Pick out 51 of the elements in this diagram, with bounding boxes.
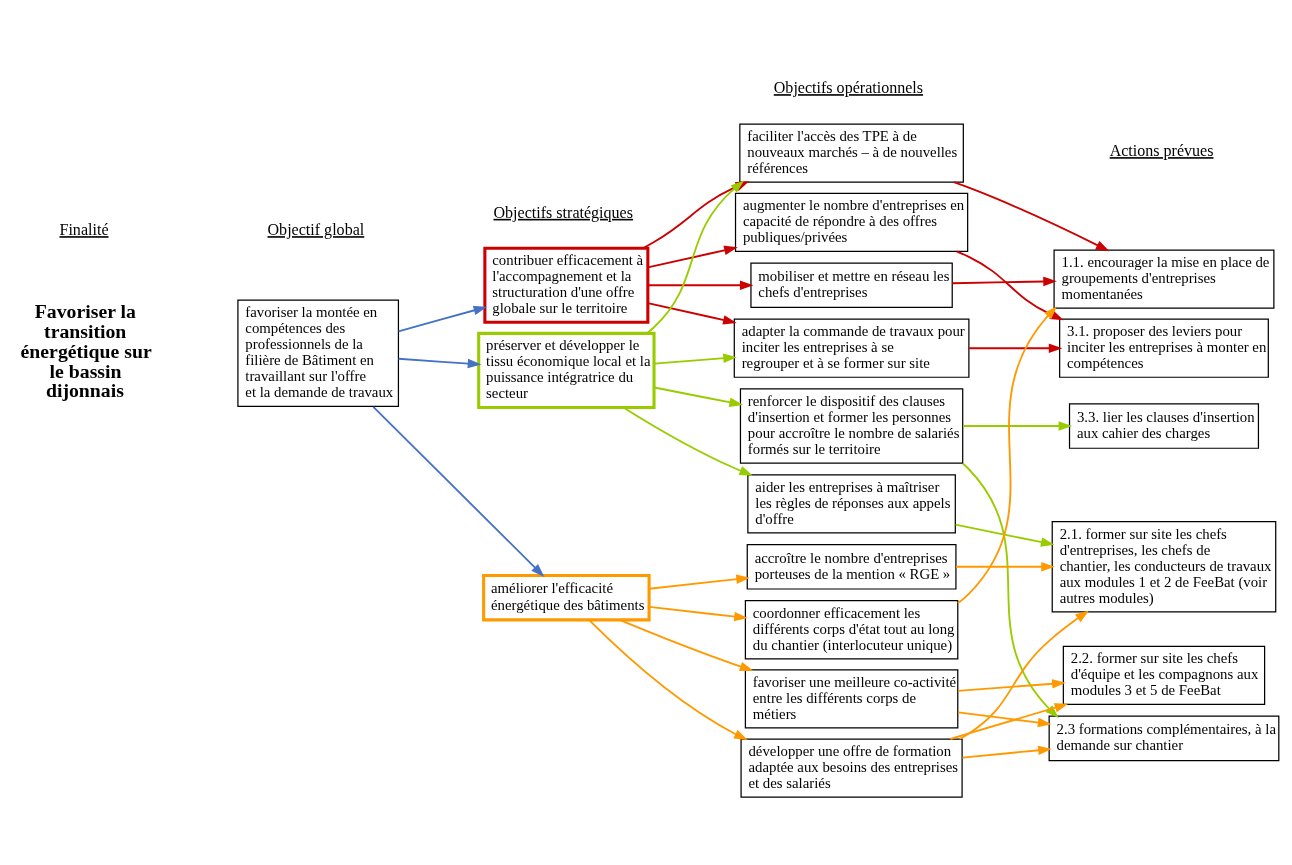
label: Favoriser la transition énergétique sur le bassin dijonnais: [20, 300, 152, 402]
arrow: [961, 745, 1052, 759]
node-box: augmenter le nombre d'entreprises en capacité de répondre à des offres publiques/privées: [734, 192, 969, 252]
node-box: coordonner efficacement les différents corps d'état tout au long du chantier (interlocuteur unique): [744, 600, 959, 660]
arrow: [951, 276, 1057, 287]
node-box: adapter la commande de travaux pour inciter les entreprises à se regrouper et à se former sur site: [733, 318, 970, 378]
label: Objectifs stratégiques: [493, 203, 633, 221]
label: Finalité: [59, 221, 109, 239]
arrow: [397, 357, 482, 369]
arrow: [648, 574, 750, 590]
label: Objectifs opérationnels: [773, 79, 924, 97]
arrow: [957, 679, 1066, 692]
arrow: [952, 181, 1110, 252]
arrow: [968, 343, 1063, 353]
arrow: [397, 305, 488, 333]
label: Actions prévues: [1109, 142, 1214, 160]
node-box: 2.3 formations complémentaires, à la demande sur chantier: [1048, 715, 1280, 762]
node-box: 2.1. former sur site les chefs d'entreprises, les chefs de chantier, les conducteurs de travaux aux modules 1 et 2 de FeeBat (voir autres modules): [1051, 521, 1277, 613]
arrow: [653, 386, 743, 407]
arrow: [653, 353, 737, 365]
arrow: [956, 306, 1057, 605]
node-box: améliorer l'efficacité énergétique des bâtiments: [482, 573, 651, 622]
node-box: accroître le nombre d'entreprises porteuses de la mention « RGE »: [746, 543, 957, 590]
node-box: 1.1. encourager la mise en place de groupements d'entreprises momentanées: [1053, 249, 1275, 309]
node-box: contribuer efficacement à l'accompagnement et la structuration d'une offre globale sur le territoire: [483, 246, 650, 324]
node-box: 3.3. lier les clauses d'insertion aux cahier des charges: [1068, 403, 1260, 449]
arrow: [646, 245, 738, 269]
arrow: [958, 610, 1089, 740]
arrow: [957, 711, 1052, 728]
arrow: [648, 606, 748, 622]
arrow: [588, 619, 748, 741]
arrow: [955, 562, 1055, 572]
node-box: développer une offre de formation adaptée aux besoins des entreprises et des salariés: [740, 738, 963, 798]
node-box: préserver et développer le tissu économique local et la puissance intégratrice du secteur: [477, 331, 656, 410]
arrow: [646, 302, 737, 325]
arrow: [954, 523, 1055, 547]
arrow: [618, 618, 754, 671]
node-box: faciliter l'accès des TPE à de nouveaux marchés – à de nouvelles références: [739, 123, 964, 183]
label: Objectif global: [267, 221, 365, 239]
arrow: [962, 421, 1073, 431]
node-box: mobiliser et mettre en réseau les chefs d'entreprises: [750, 262, 953, 309]
arrow: [372, 405, 545, 577]
node-box: favoriser la montée en compétences des professionnels de la filière de Bâtiment en travaillant sur l'offre et la demande de travaux: [237, 299, 400, 407]
node-box: 3.1. proposer des leviers pour inciter les entreprises à monter en compétences: [1059, 318, 1269, 378]
node-box: renforcer le dispositif des clauses d'insertion et former les personnes pour accroître le nombre de salariés formés sur le territoire: [739, 388, 964, 464]
node-box: aider les entreprises à maîtriser les règles de réponses aux appels d'offre: [747, 474, 956, 534]
arrow: [646, 180, 745, 335]
node-box: favoriser une meilleure co-activité entre les différents corps de métiers: [744, 669, 959, 729]
arrow: [646, 280, 754, 290]
arrow: [622, 406, 753, 476]
node-box: 2.2. former sur site les chefs d'équipe et les compagnons aux modules 3 et 5 de FeeBat: [1062, 645, 1266, 706]
